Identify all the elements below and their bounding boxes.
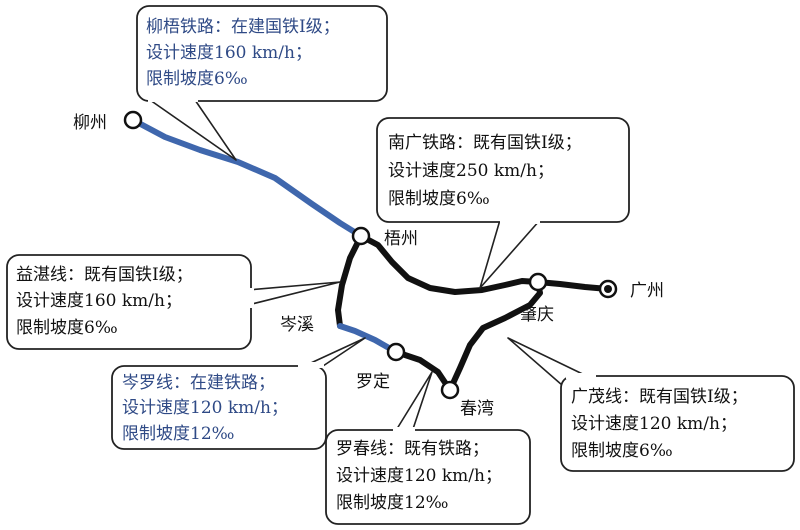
callout-liuwu-line2: 设计速度160 km/h； bbox=[146, 43, 312, 63]
station-chunwan[interactable] bbox=[440, 380, 460, 400]
station-wuzhou[interactable] bbox=[351, 226, 371, 246]
callout-luochun-line2: 设计速度120 km/h； bbox=[336, 466, 502, 486]
callout-cenluo-line1: 岑罗线：在建铁路； bbox=[122, 373, 275, 393]
cenluo-line bbox=[337, 323, 399, 355]
callout-nanguang-line3: 限制坡度6‰ bbox=[388, 189, 490, 209]
callout-yizhan: 益湛线：既有国铁I级； 设计速度160 km/h； 限制坡度6‰ bbox=[6, 254, 341, 350]
city-label-wuzhou: 梧州 bbox=[384, 229, 418, 249]
city-label-guangzhou: 广州 bbox=[630, 281, 664, 301]
yizhan-line bbox=[335, 233, 364, 329]
callout-guangmao-line1: 广茂线：既有国铁I级； bbox=[571, 387, 748, 407]
guangmao-line bbox=[447, 279, 543, 393]
callout-nanguang: 南广铁路：既有国铁I级； 设计速度250 km/h； 限制坡度6‰ bbox=[376, 117, 630, 289]
callout-yizhan-line1: 益湛线：既有国铁I级； bbox=[16, 265, 193, 285]
callout-yizhan-line2: 设计速度160 km/h； bbox=[16, 291, 182, 311]
station-guangzhou-dot bbox=[604, 285, 612, 293]
callout-nanguang-line1: 南广铁路：既有国铁I级； bbox=[388, 133, 582, 153]
nanguang-railway-line bbox=[358, 233, 541, 295]
callout-liuwu-line3: 限制坡度6‰ bbox=[146, 69, 248, 89]
city-label-liuzhou: 柳州 bbox=[73, 113, 107, 133]
station-luoding[interactable] bbox=[386, 342, 406, 362]
zhaoqing-guangzhou-line bbox=[535, 279, 611, 292]
station-zhaoqing[interactable] bbox=[528, 272, 548, 292]
callout-luochun: 罗春线：既有铁路； 设计速度120 km/h； 限制坡度12‰ bbox=[325, 371, 531, 525]
callout-liuwu-line1: 柳梧铁路：在建国铁I级； bbox=[146, 17, 340, 37]
callout-cenluo-line3: 限制坡度12‰ bbox=[122, 424, 234, 444]
city-label-zhaoqing: 肇庆 bbox=[520, 305, 554, 325]
callout-guangmao: 广茂线：既有国铁I级； 设计速度120 km/h； 限制坡度6‰ bbox=[507, 337, 795, 472]
callout-yizhan-line3: 限制坡度6‰ bbox=[16, 318, 118, 338]
liuwu-railway-line bbox=[130, 117, 364, 239]
callout-guangmao-line3: 限制坡度6‰ bbox=[571, 441, 673, 461]
city-label-chunwan: 春湾 bbox=[460, 399, 494, 419]
station-liuzhou[interactable] bbox=[123, 110, 143, 130]
callout-liuwu: 柳梧铁路：在建国铁I级； 设计速度160 km/h； 限制坡度6‰ bbox=[136, 5, 388, 161]
callout-nanguang-line2: 设计速度250 km/h； bbox=[388, 161, 554, 181]
callout-luochun-line1: 罗春线：既有铁路； bbox=[336, 439, 489, 459]
callout-cenluo-line2: 设计速度120 km/h； bbox=[122, 398, 288, 418]
callout-cenluo: 岑罗线：在建铁路； 设计速度120 km/h； 限制坡度12‰ bbox=[111, 337, 366, 450]
callout-luochun-line3: 限制坡度12‰ bbox=[336, 493, 448, 513]
city-label-cenxi: 岑溪 bbox=[280, 315, 314, 335]
city-label-luoding: 罗定 bbox=[356, 372, 390, 392]
callout-guangmao-line2: 设计速度120 km/h； bbox=[571, 414, 737, 434]
luochun-line bbox=[393, 349, 453, 393]
